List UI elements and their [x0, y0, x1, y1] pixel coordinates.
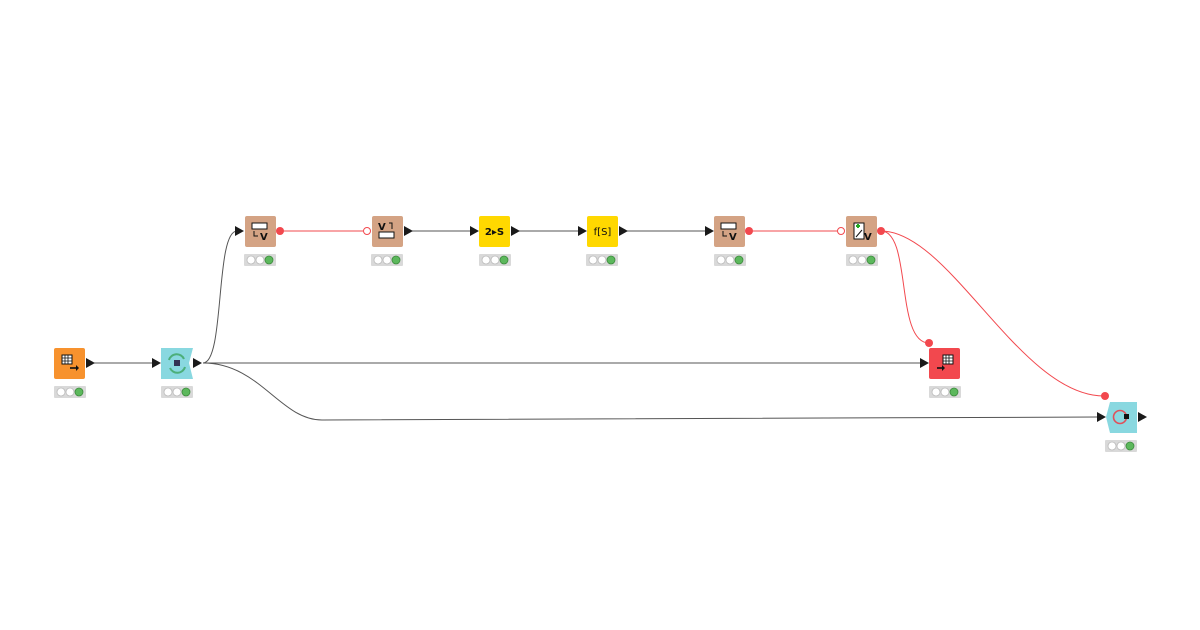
variable-output-port[interactable]	[745, 227, 753, 235]
output-port[interactable]	[511, 226, 520, 236]
status-indicator	[478, 253, 512, 267]
variable-input-port[interactable]	[363, 227, 371, 235]
number-to-string-icon: 2▸S	[485, 227, 504, 238]
loop-refresh-icon	[168, 353, 186, 374]
svg-text:V: V	[378, 222, 386, 233]
node-loop-end[interactable]	[1097, 392, 1147, 453]
node-loop-start[interactable]	[152, 348, 202, 399]
status-indicator	[1104, 439, 1138, 453]
table-writer-icon	[937, 354, 954, 371]
variable-input-port[interactable]	[925, 339, 933, 347]
node-variable-to-table[interactable]: V	[363, 216, 414, 267]
loop-end-icon	[1112, 409, 1129, 425]
table-to-variable-icon: V	[720, 222, 737, 243]
variable-output-port[interactable]	[877, 227, 885, 235]
node-java-edit-variable[interactable]: V	[837, 216, 886, 267]
input-port[interactable]	[578, 226, 587, 236]
string-function-icon: f[S]	[594, 227, 612, 238]
status-indicator	[585, 253, 619, 267]
connection[interactable]	[202, 362, 1099, 421]
status-indicator	[845, 253, 879, 267]
input-port[interactable]	[920, 358, 929, 368]
input-port[interactable]	[235, 226, 244, 236]
status-indicator	[243, 253, 277, 267]
status-indicator	[713, 253, 747, 267]
output-port[interactable]	[1138, 412, 1147, 422]
edit-variable-icon: V	[853, 222, 872, 243]
node-number-to-string[interactable]: 2▸S	[470, 216, 520, 267]
output-port[interactable]	[193, 358, 202, 368]
output-port[interactable]	[86, 358, 95, 368]
table-to-variable-icon: V	[251, 222, 268, 243]
svg-text:V: V	[729, 232, 737, 243]
node-table-creator[interactable]	[53, 348, 95, 399]
svg-text:V: V	[864, 232, 872, 243]
output-port[interactable]	[619, 226, 628, 236]
node-table-writer[interactable]	[920, 339, 962, 399]
variable-connection[interactable]	[880, 230, 930, 344]
node-string-manipulation[interactable]: f[S]	[578, 216, 628, 267]
output-port[interactable]	[404, 226, 413, 236]
variable-output-port[interactable]	[276, 227, 284, 235]
variable-input-port[interactable]	[1101, 392, 1109, 400]
status-indicator	[160, 385, 194, 399]
variable-input-port[interactable]	[837, 227, 845, 235]
status-indicator	[928, 385, 962, 399]
table-arrow-icon	[61, 354, 79, 371]
status-indicator	[53, 385, 87, 399]
node-table-row-to-variable-2[interactable]: V	[705, 216, 753, 267]
input-port[interactable]	[1097, 412, 1106, 422]
variable-to-table-icon: V	[378, 222, 395, 239]
input-port[interactable]	[705, 226, 714, 236]
input-port[interactable]	[152, 358, 161, 368]
svg-text:V: V	[260, 232, 268, 243]
node-table-row-to-variable-1[interactable]: V	[235, 216, 284, 267]
input-port[interactable]	[470, 226, 479, 236]
variable-connection[interactable]	[880, 230, 1105, 397]
status-indicator	[370, 253, 404, 267]
connection[interactable]	[202, 230, 238, 364]
